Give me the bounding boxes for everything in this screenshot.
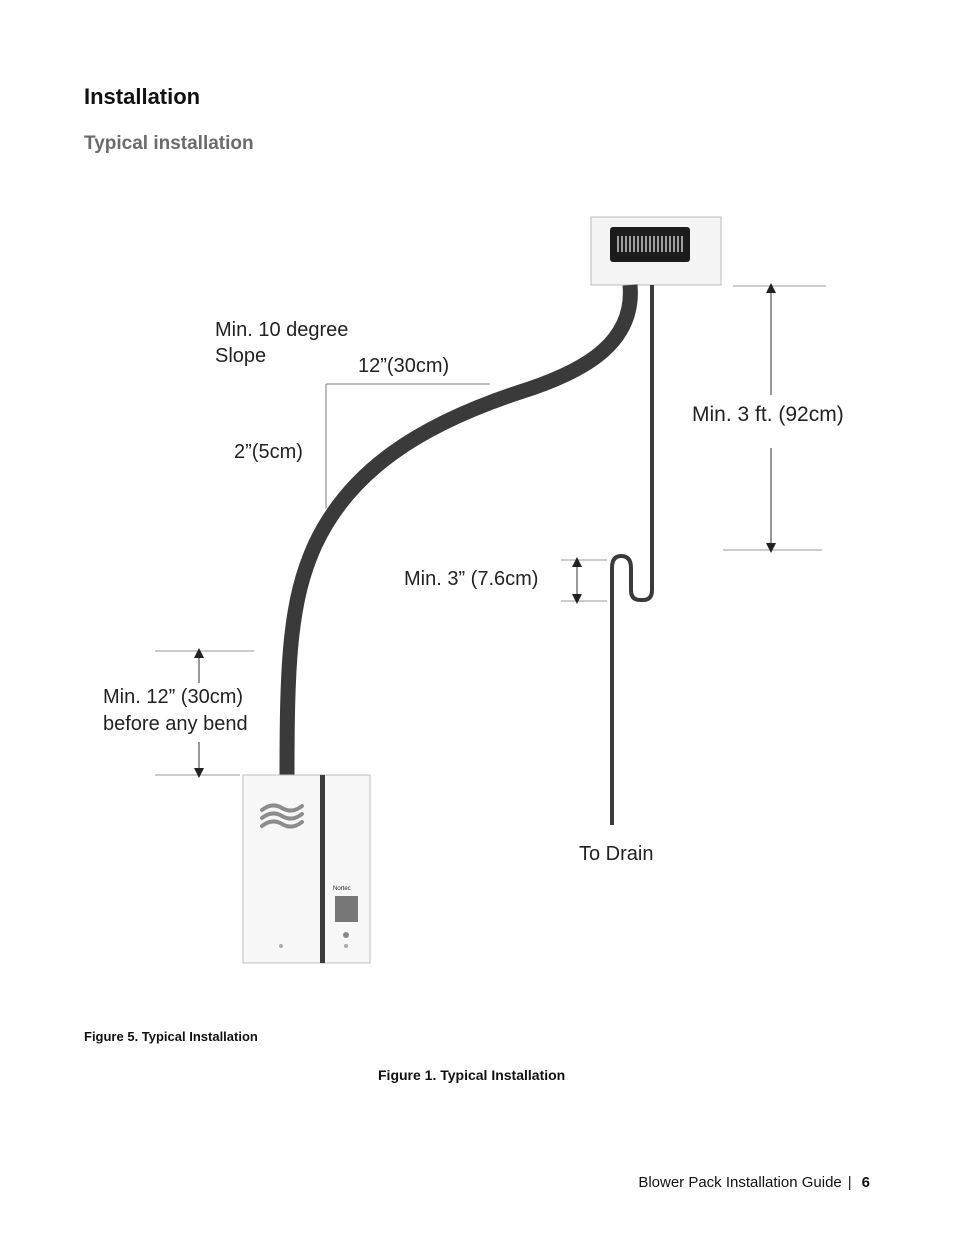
unit-brand: Nortec <box>333 886 351 892</box>
trap-dimension <box>561 557 607 604</box>
section-heading: Installation <box>84 84 201 109</box>
vertical-clearance-dimension <box>723 283 826 553</box>
subsection-heading: Typical installation <box>84 133 254 154</box>
footer-title: Blower Pack Installation Guide <box>638 1174 842 1191</box>
figure-caption-1: Figure 1. Typical Installation <box>378 1067 566 1083</box>
straight-run-dimension <box>155 648 254 778</box>
trap-label: Min. 3” (7.6cm) <box>404 568 538 590</box>
page-number: 6 <box>861 1174 870 1191</box>
page-footer: Blower Pack Installation Guide | 6 <box>638 1174 870 1191</box>
slope-label-line1: Min. 10 degree <box>215 319 348 341</box>
slope-dimension <box>325 383 490 508</box>
unit-logo-icon <box>260 803 304 829</box>
drain-label: To Drain <box>579 843 653 865</box>
humidifier-unit: Nortec <box>242 774 371 964</box>
run-label: 12”(30cm) <box>358 355 449 377</box>
slope-label-line2: Slope <box>215 345 266 367</box>
blower-pack <box>590 216 722 286</box>
straight-run-label-line1: Min. 12” (30cm) <box>103 686 243 708</box>
straight-run-label-line2: before any bend <box>103 713 248 735</box>
steam-hose <box>279 284 638 776</box>
vertical-clearance-label: Min. 3 ft. (92cm) <box>692 403 844 426</box>
footer-separator: | <box>847 1174 852 1191</box>
rise-label: 2”(5cm) <box>234 441 303 463</box>
figure-caption-5: Figure 5. Typical Installation <box>84 1029 258 1044</box>
drain-line <box>610 285 654 825</box>
